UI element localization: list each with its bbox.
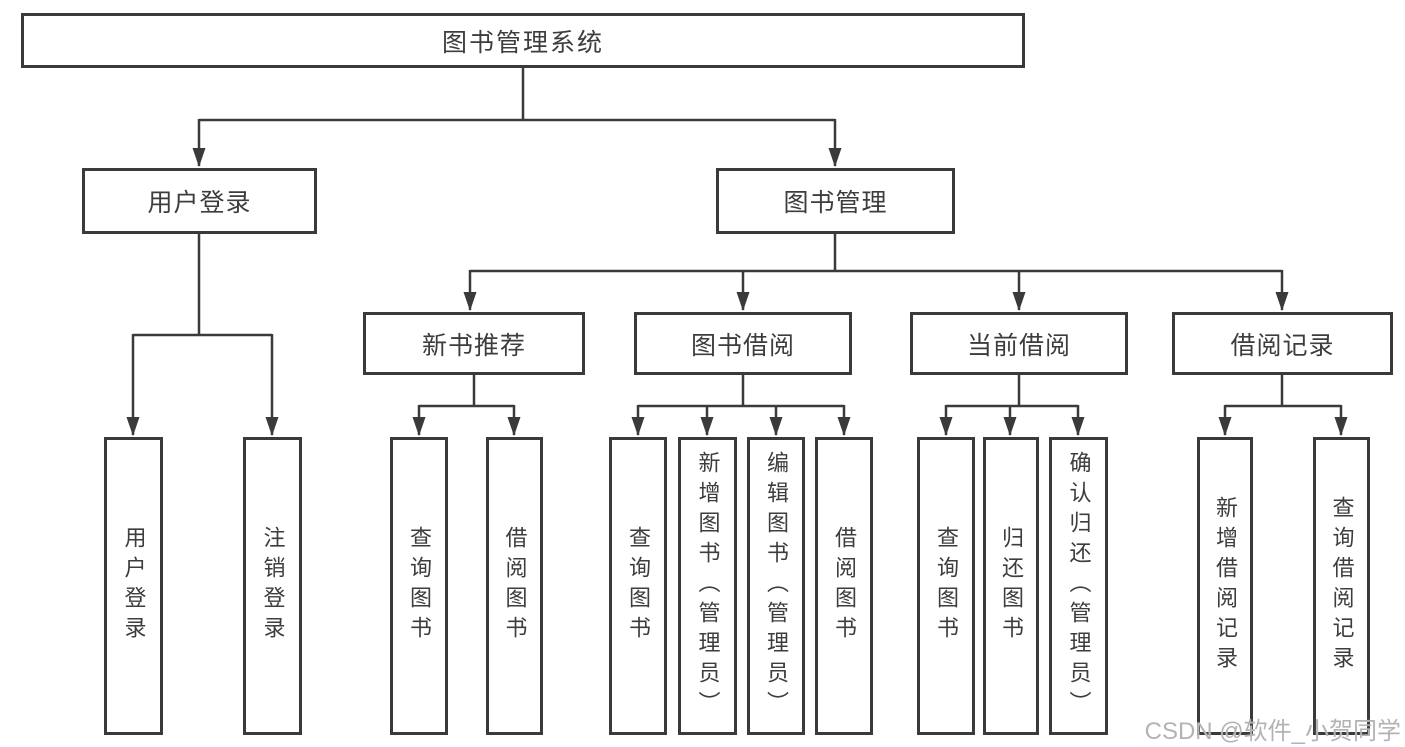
leaf-query-books-recommend: 查询图书 — [390, 437, 448, 735]
node-book-borrow-label: 图书借阅 — [690, 331, 795, 360]
node-current-borrow: 当前借阅 — [910, 312, 1128, 375]
node-root: 图书管理系统 — [21, 13, 1025, 68]
node-new-book-recommend-label: 新书推荐 — [421, 331, 526, 360]
node-book-management: 图书管理 — [716, 168, 955, 234]
node-user-login-label: 用户登录 — [147, 189, 252, 217]
node-new-book-recommend: 新书推荐 — [363, 312, 585, 375]
node-user-login: 用户登录 — [82, 168, 317, 234]
leaf-add-borrow-record: 新增借阅记录 — [1197, 437, 1253, 735]
leaf-user-login: 用户登录 — [104, 437, 163, 735]
leaf-borrow-books-recommend: 借阅图书 — [486, 437, 543, 735]
leaf-query-borrow-record: 查询借阅记录 — [1313, 437, 1370, 735]
node-borrow-records: 借阅记录 — [1172, 312, 1393, 375]
leaf-add-books-admin: 新增图书（管理员） — [678, 437, 737, 735]
leaf-query-books-borrow: 查询图书 — [609, 437, 667, 735]
node-book-management-label: 图书管理 — [783, 189, 888, 217]
node-current-borrow-label: 当前借阅 — [966, 331, 1071, 360]
leaf-edit-books-admin: 编辑图书（管理员） — [747, 437, 805, 735]
csdn-watermark: CSDN @软件_小贺同学 — [1144, 718, 1401, 745]
node-borrow-records-label: 借阅记录 — [1230, 331, 1335, 360]
leaf-return-books: 归还图书 — [983, 437, 1039, 735]
leaf-logout: 注销登录 — [243, 437, 302, 735]
leaf-confirm-return-admin: 确认归还（管理员） — [1049, 437, 1108, 735]
node-book-borrow: 图书借阅 — [634, 312, 852, 375]
leaf-borrow-books: 借阅图书 — [815, 437, 873, 735]
node-root-label: 图书管理系统 — [441, 28, 604, 57]
leaf-query-books-current: 查询图书 — [917, 437, 975, 735]
